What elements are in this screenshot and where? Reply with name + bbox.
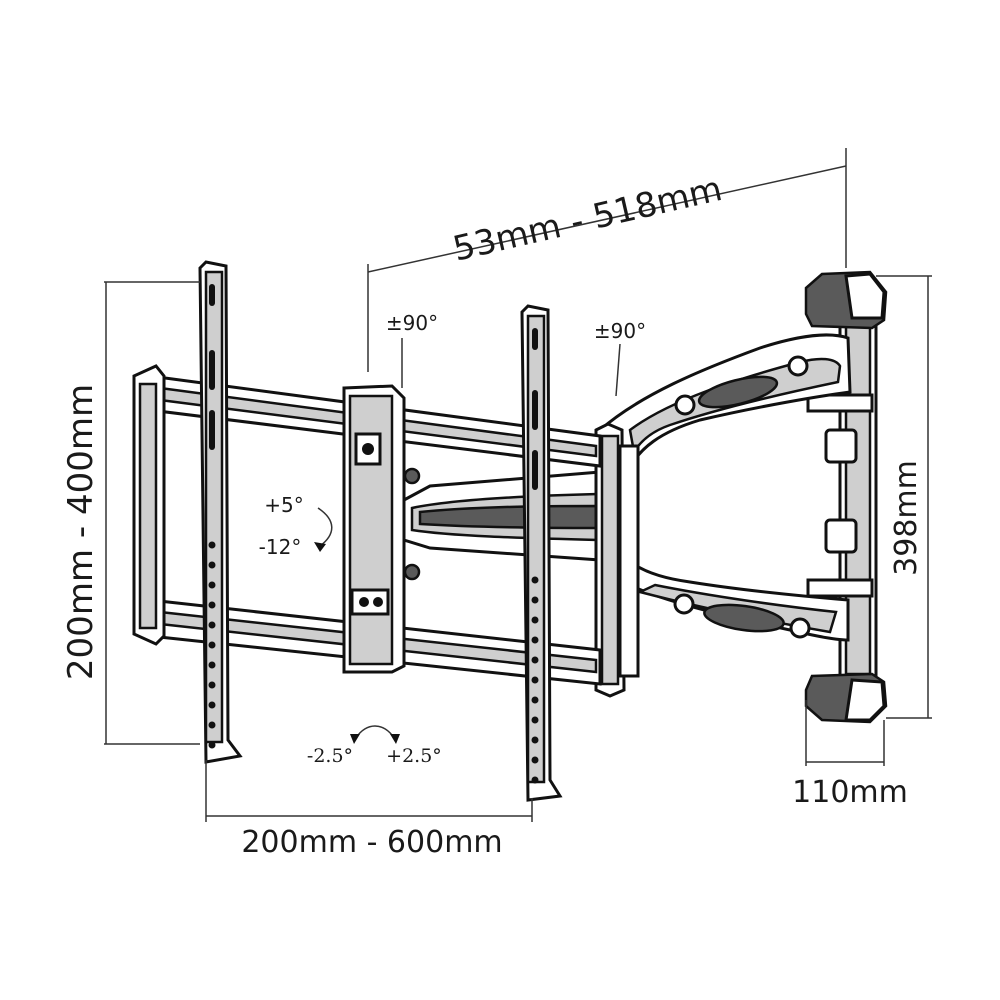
level-plus-label: +2.5° xyxy=(386,745,442,767)
left-strap-holes xyxy=(208,541,216,749)
bracket-width-label: 110mm xyxy=(792,775,908,810)
swivel-right-label: ±90° xyxy=(594,319,646,343)
tilt-arrow xyxy=(314,507,333,552)
swivel-left-label: ±90° xyxy=(386,311,438,335)
dimension-lines xyxy=(104,148,932,822)
tilt-down-label: -12° xyxy=(259,535,302,559)
bracket-height-label: 398mm xyxy=(889,460,924,576)
center-slider xyxy=(342,384,421,674)
horizontal-vesa-label: 200mm - 600mm xyxy=(241,825,502,860)
upper-arm xyxy=(597,333,852,473)
vertical-vesa-label: 200mm - 400mm xyxy=(61,384,101,680)
tilt-up-label: +5° xyxy=(264,493,303,517)
wall-plate xyxy=(804,270,888,724)
center-arm xyxy=(402,470,602,562)
level-minus-label: -2.5° xyxy=(307,745,353,767)
level-arrow xyxy=(350,725,400,744)
arm-hub xyxy=(594,422,640,698)
right-vertical-strap xyxy=(520,304,563,802)
left-vertical-strap xyxy=(198,260,243,764)
extension-dimension-label: 53mm - 518mm xyxy=(449,169,725,270)
lower-arm xyxy=(626,556,850,642)
right-strap-holes xyxy=(531,576,539,784)
